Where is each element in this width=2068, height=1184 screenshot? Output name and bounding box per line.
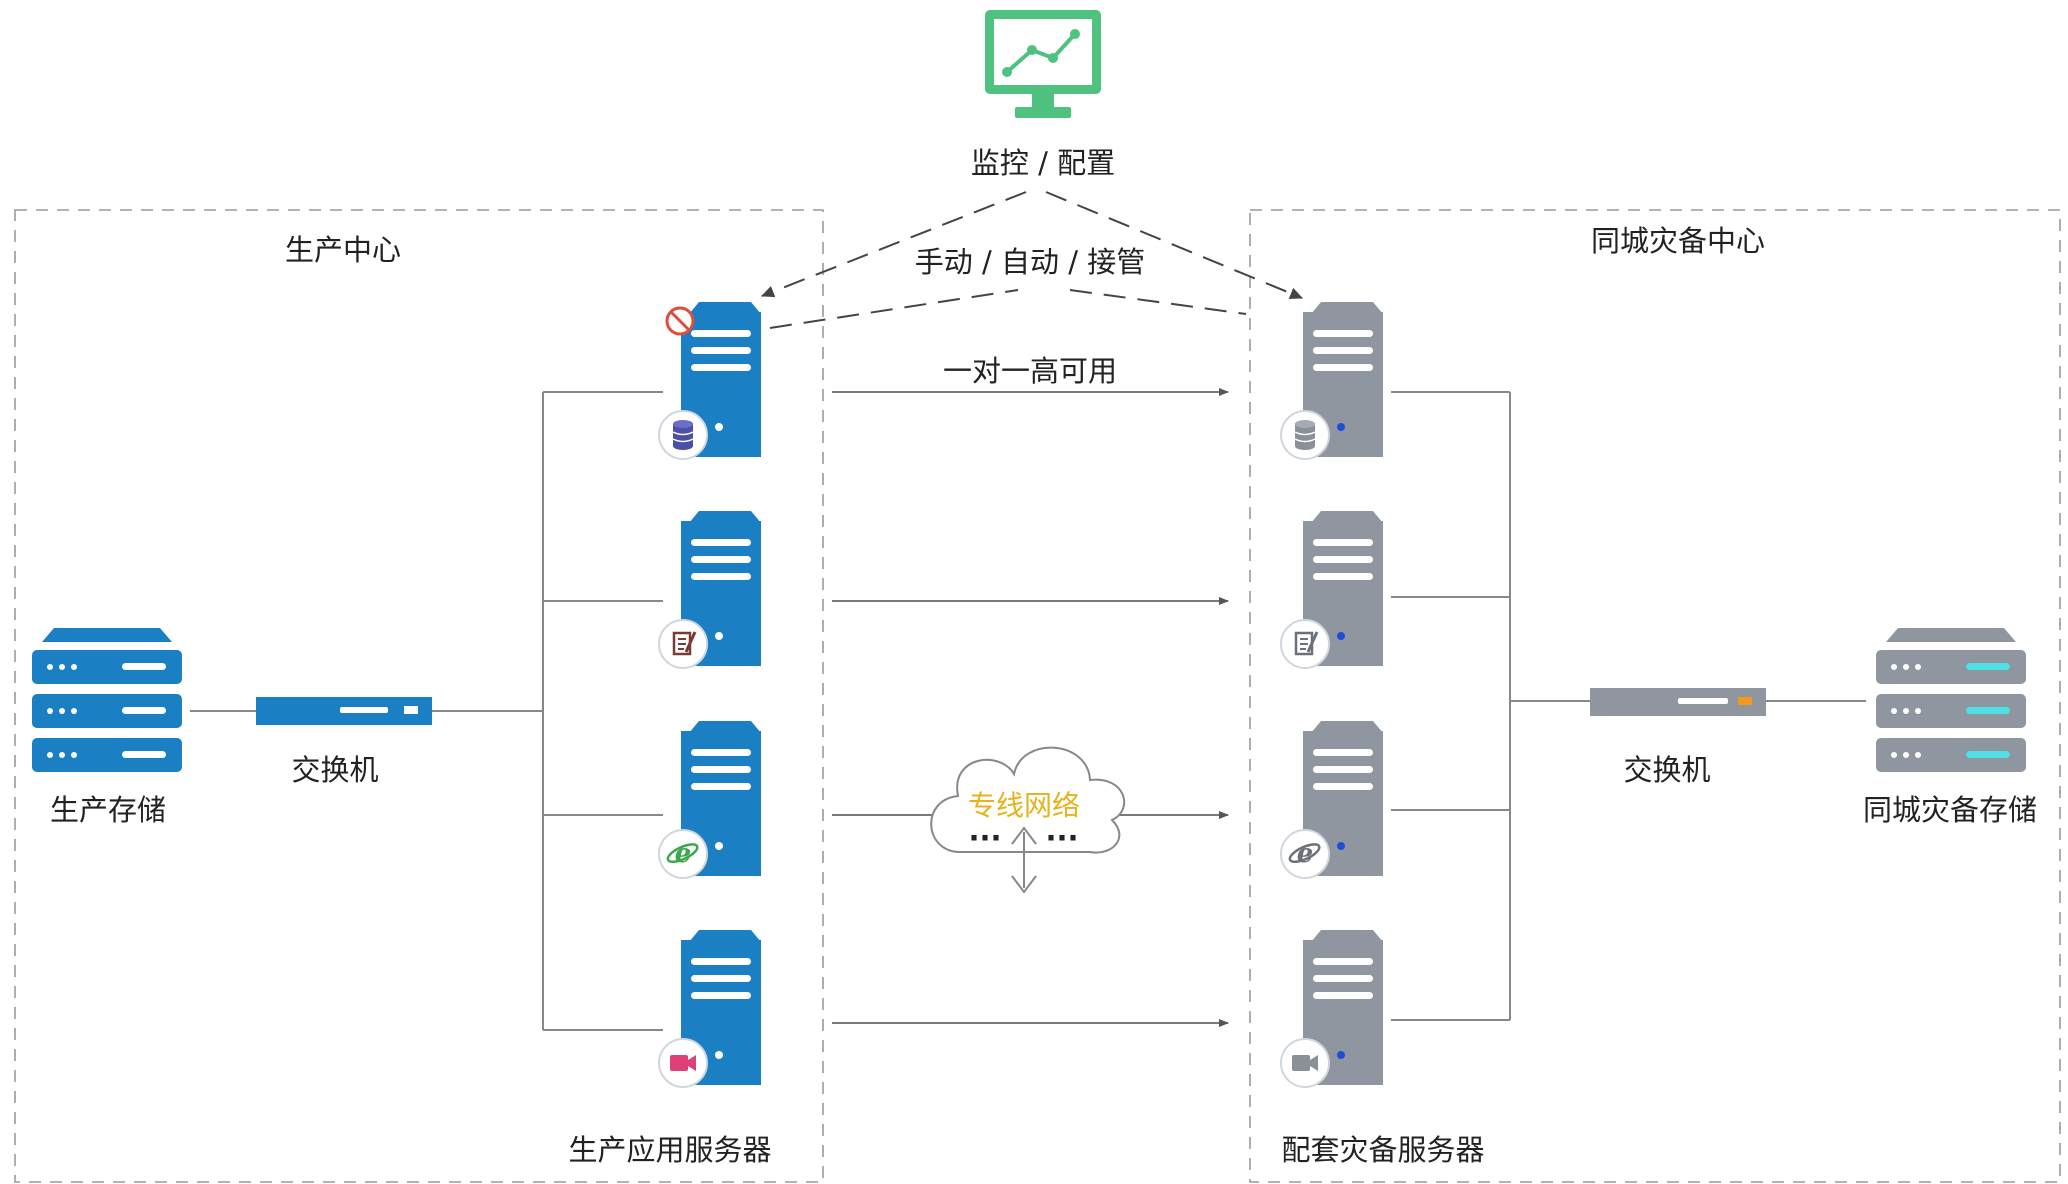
production-storage-label: 生产存储 — [50, 793, 166, 827]
production-server-3: e — [658, 721, 761, 879]
dr-center-title: 同城灾备中心 — [1591, 224, 1765, 258]
document-edit-icon — [1280, 619, 1330, 669]
production-wiring — [190, 391, 663, 1031]
database-icon — [658, 410, 708, 460]
dr-storage-label: 同城灾备存储 — [1863, 793, 2037, 827]
dr-server-2 — [1280, 511, 1383, 669]
network-dots-right: ··· — [1045, 821, 1078, 855]
switch-mode-label: 手动 / 自动 / 接管 — [915, 245, 1145, 279]
production-storage-icon — [32, 628, 182, 772]
production-server-4 — [658, 930, 761, 1088]
video-camera-icon — [658, 1038, 708, 1088]
blocked-icon — [665, 306, 695, 336]
production-server-1 — [658, 302, 761, 460]
monitor-icon — [985, 10, 1101, 118]
document-edit-icon — [658, 619, 708, 669]
production-switch-label: 交换机 — [291, 753, 378, 787]
replication-links — [832, 388, 1229, 1027]
dr-servers-label: 配套灾备服务器 — [1281, 1133, 1484, 1167]
svg-text:e: e — [675, 839, 692, 869]
monitor-label: 监控 / 配置 — [971, 146, 1115, 180]
production-servers-label: 生产应用服务器 — [568, 1133, 771, 1167]
cloud-icon — [930, 746, 1126, 894]
dr-server-1 — [1280, 302, 1383, 460]
video-camera-icon — [1280, 1038, 1330, 1088]
network-label: 专线网络 — [968, 789, 1080, 822]
production-server-2 — [658, 511, 761, 669]
dr-switch-label: 交换机 — [1623, 753, 1710, 787]
ie-browser-icon: e — [658, 829, 708, 879]
svg-text:e: e — [1297, 839, 1314, 869]
dr-server-4 — [1280, 930, 1383, 1088]
ie-browser-icon: e — [1280, 829, 1330, 879]
network-dots-left: ··· — [968, 821, 1001, 855]
switchover-lines — [761, 191, 1303, 329]
dr-wiring — [1391, 391, 1866, 1021]
production-switch-icon — [256, 697, 432, 725]
database-icon — [1280, 410, 1330, 460]
production-center-title: 生产中心 — [285, 233, 401, 267]
dr-storage-icon — [1876, 628, 2026, 772]
dr-server-3: e — [1280, 721, 1383, 879]
dr-switch-icon — [1590, 688, 1766, 716]
ha-label: 一对一高可用 — [943, 354, 1117, 388]
